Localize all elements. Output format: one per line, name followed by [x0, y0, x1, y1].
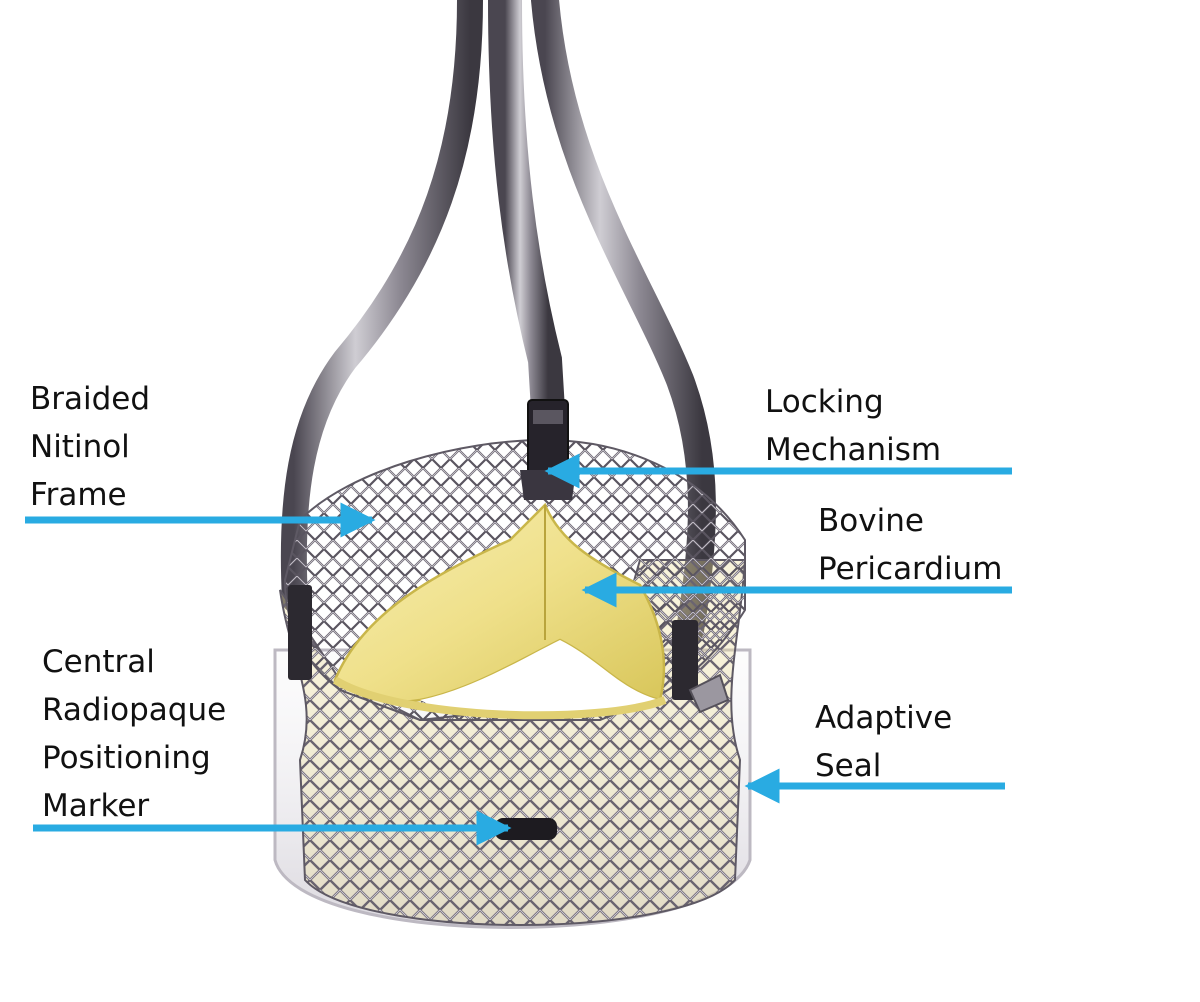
label-pericardium: Bovine Pericardium	[818, 497, 1002, 593]
label-frame-line1: Braided	[30, 381, 151, 417]
label-locking-line2: Mechanism	[765, 432, 942, 468]
label-locking-line1: Locking	[765, 384, 884, 420]
frame-post-right	[672, 620, 698, 700]
label-seal-line1: Adaptive	[815, 700, 953, 736]
label-frame-line3: Frame	[30, 477, 127, 513]
label-marker-line1: Central	[42, 644, 155, 680]
label-marker: Central Radiopaque Positioning Marker	[42, 638, 226, 830]
catheter-arm-center	[488, 0, 565, 412]
label-seal-line2: Seal	[815, 748, 882, 784]
label-frame-line2: Nitinol	[30, 429, 130, 465]
label-marker-line4: Marker	[42, 788, 150, 824]
label-marker-line2: Radiopaque	[42, 692, 227, 728]
label-frame: Braided Nitinol Frame	[30, 375, 150, 519]
frame-post-left	[288, 585, 312, 680]
label-pericardium-line1: Bovine	[818, 503, 924, 539]
label-marker-line3: Positioning	[42, 740, 211, 776]
label-locking: Locking Mechanism	[765, 378, 941, 474]
pericardium-leaflets	[333, 502, 666, 704]
label-pericardium-line2: Pericardium	[818, 551, 1003, 587]
label-seal: Adaptive Seal	[815, 694, 952, 790]
catheter-arm-left	[280, 0, 483, 613]
